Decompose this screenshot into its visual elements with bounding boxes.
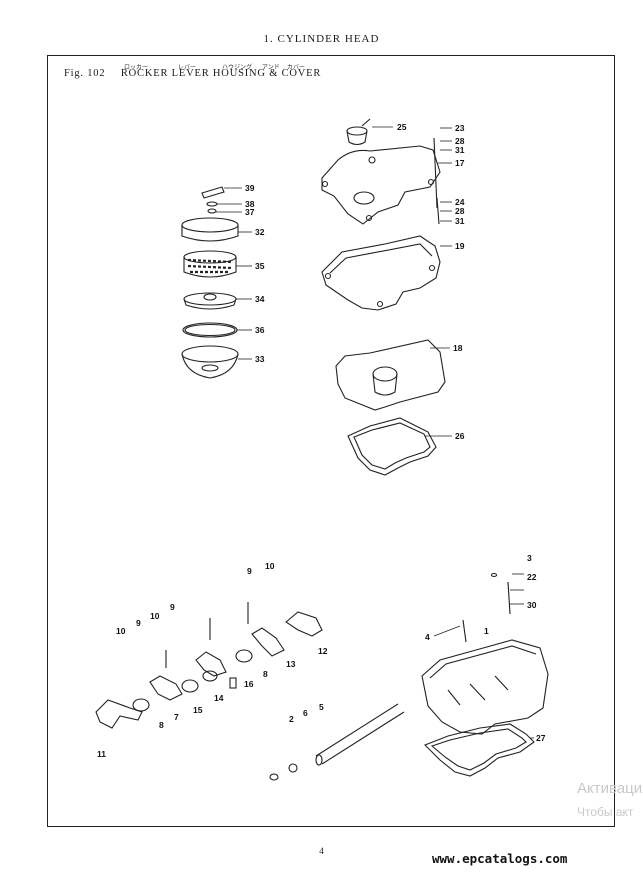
callout-37: 37 [245,207,255,217]
rocker-cover-17-drawing [321,145,441,225]
callout-23: 23 [455,123,465,133]
callout-17: 17 [455,158,465,168]
callout-30: 30 [527,600,537,610]
callout-22: 22 [527,572,537,582]
callout-15: 15 [193,705,203,715]
kana-rocker: ロッカー [124,64,149,71]
rocker-lever-13-drawing [251,627,285,657]
rocker-lever-7-drawing [149,675,183,701]
callout-27: 27 [536,733,546,743]
rocker-lever-11-drawing [95,699,143,729]
callout-31b: 31 [455,216,465,226]
callout-32: 32 [255,227,265,237]
rocker-housing-1-drawing [421,639,549,735]
figure-frame [47,55,615,827]
callout-14: 14 [214,693,224,703]
callout-34: 34 [255,294,265,304]
callout-4: 4 [425,632,430,642]
rocker-housing-18-drawing [335,339,446,411]
callout-31: 31 [455,145,465,155]
rocker-shaft-5-drawing [315,703,405,765]
callout-11: 11 [97,749,106,759]
figure-title: ROCKER LEVER HOUSING & COVER [120,68,322,79]
callout-28b: 28 [455,206,465,216]
kana-housing: ハウジング [222,64,253,71]
callout-33: 33 [255,354,265,364]
callout-3: 3 [527,553,532,563]
callout-7: 7 [174,712,179,722]
rocker-cover-19-drawing [321,235,441,311]
callout-39: 39 [245,183,255,193]
gasket-27-drawing [424,723,535,777]
section-header: 1. CYLINDER HEAD [263,33,380,45]
callout-10c: 10 [116,626,126,636]
watermark-line-1: Активация [577,780,643,797]
callout-35: 35 [255,261,265,271]
callout-9c: 9 [136,618,141,628]
callout-9a: 9 [247,566,252,576]
callout-8a: 8 [263,669,268,679]
callout-24: 24 [455,197,465,207]
callout-13: 13 [286,659,296,669]
kana-cover: カバー [287,64,306,71]
rocker-lever-12-drawing [285,611,323,637]
watermark-line-2: Чтобы акт [577,805,634,819]
callout-26: 26 [455,431,465,441]
kana-and: アンド [262,64,280,71]
callout-28: 28 [455,136,465,146]
figure-caption: Fig. 102 ROCKER LEVER HOUSING & COVER [64,68,321,79]
callout-19: 19 [455,241,465,251]
oil-filler-cap-drawing [346,118,371,146]
page-number: 4 [319,846,324,856]
callout-6: 6 [303,708,308,718]
gasket-26-drawing [347,417,437,476]
callout-1: 1 [484,626,489,636]
callout-5: 5 [319,702,324,712]
callout-38: 38 [245,199,255,209]
kana-lever: レバー [178,64,197,71]
callout-8b: 8 [159,720,164,730]
callout-12: 12 [318,646,328,656]
callout-16: 16 [244,679,254,689]
callout-18: 18 [453,343,463,353]
figure-number: Fig. 102 [64,68,106,79]
callout-9b: 9 [170,602,175,612]
callout-36: 36 [255,325,265,335]
callout-10a: 10 [265,561,275,571]
callout-2: 2 [289,714,294,724]
site-url[interactable]: www.epcatalogs.com [432,851,568,866]
callout-10b: 10 [150,611,160,621]
callout-25: 25 [397,122,407,132]
